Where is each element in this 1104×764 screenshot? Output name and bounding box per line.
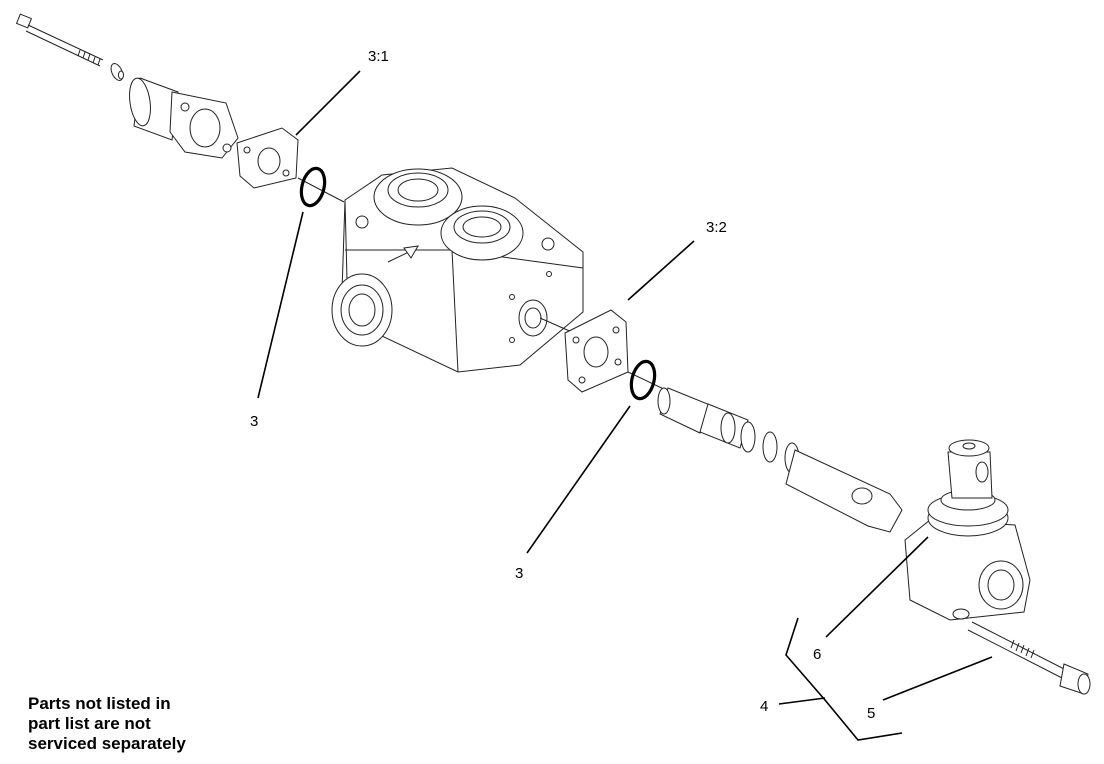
callout-3-2: 3:2 (706, 219, 727, 236)
leader-5 (882, 656, 993, 701)
leader-3-upper (257, 211, 304, 399)
spool (657, 387, 903, 533)
leader-3-1 (295, 70, 361, 136)
callout-3-right: 3 (515, 565, 523, 582)
leader-4 (778, 697, 826, 705)
valve-body (331, 167, 591, 373)
kit-bracket (785, 617, 903, 741)
parts-note-line-2: part list are not (28, 714, 151, 733)
callout-5: 5 (867, 705, 875, 722)
parts-note-line-1: Parts not listed in (28, 694, 171, 713)
seal-plate-lower (564, 309, 671, 393)
lower-capscrew (967, 621, 1091, 695)
leader-3-lower (526, 405, 631, 554)
leader-lines (257, 70, 993, 741)
callout-3-left: 3 (250, 413, 258, 430)
o-ring-left (299, 166, 327, 208)
callout-3-1: 3:1 (368, 48, 389, 65)
lock-washer (110, 63, 124, 81)
upper-bolt (15, 13, 104, 67)
leader-6 (825, 536, 929, 638)
handle-housing (904, 439, 1031, 621)
seal-plate-upper (236, 127, 345, 203)
callout-6: 6 (813, 646, 821, 663)
end-cap (129, 77, 239, 159)
o-ring-right (629, 359, 657, 401)
leader-3-2 (627, 240, 695, 301)
parts-note: Parts not listed in part list are not se… (28, 694, 268, 754)
parts-note-line-3: serviced separately (28, 734, 186, 753)
callout-4: 4 (760, 698, 768, 715)
